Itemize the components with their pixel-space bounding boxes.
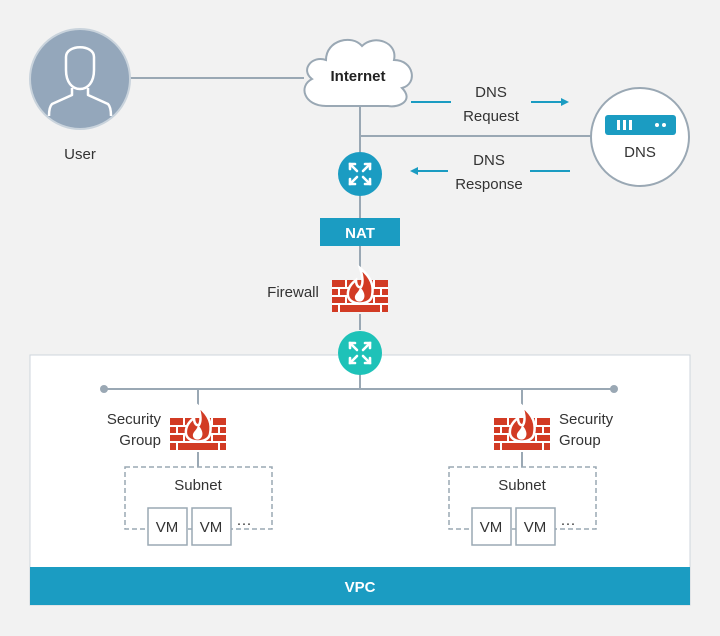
server-icon bbox=[605, 115, 676, 135]
vm-label: VM bbox=[480, 519, 503, 536]
more-vms-ellipsis: ··· bbox=[237, 515, 252, 532]
vpc-bar bbox=[30, 567, 690, 605]
vm-box bbox=[191, 507, 232, 546]
nat-box bbox=[320, 218, 400, 246]
internet-cloud bbox=[303, 38, 413, 108]
subnet-label-right: Subnet bbox=[498, 477, 546, 494]
security-group-label-right-line1: Security bbox=[559, 411, 614, 428]
security-group-label-left-line2: Group bbox=[119, 432, 161, 449]
vpc-label: VPC bbox=[345, 579, 376, 596]
nat-label: NAT bbox=[345, 225, 375, 242]
security-group-label-right-line2: Group bbox=[559, 432, 601, 449]
router-icon-vpc bbox=[338, 331, 382, 375]
dns-node bbox=[590, 87, 690, 187]
vm-label: VM bbox=[200, 519, 223, 536]
user-label: User bbox=[64, 146, 96, 163]
dns-request-label-line1: DNS bbox=[475, 84, 507, 101]
dns-response-label-line2: Response bbox=[455, 176, 523, 193]
vm-box bbox=[147, 507, 188, 546]
user-icon bbox=[47, 46, 113, 117]
vm-label: VM bbox=[156, 519, 179, 536]
dns-response-label-line1: DNS bbox=[473, 152, 505, 169]
security-group-label-left-line1: Security bbox=[107, 411, 162, 428]
firewall-label: Firewall bbox=[267, 284, 319, 301]
dns-request-label-line2: Request bbox=[463, 108, 520, 125]
vm-box bbox=[515, 507, 556, 546]
router-icon-top bbox=[338, 152, 382, 196]
user-avatar bbox=[29, 28, 131, 130]
vm-box bbox=[471, 507, 512, 546]
vpc-container bbox=[29, 354, 691, 606]
vm-label: VM bbox=[524, 519, 547, 536]
more-vms-ellipsis: ··· bbox=[561, 515, 576, 532]
firewall-icon bbox=[330, 266, 390, 314]
dns-response-arrowhead bbox=[410, 167, 418, 175]
dns-request-arrowhead bbox=[561, 98, 569, 106]
internet-label: Internet bbox=[330, 68, 385, 85]
subnet-label-left: Subnet bbox=[174, 477, 222, 494]
dns-label: DNS bbox=[624, 144, 656, 161]
